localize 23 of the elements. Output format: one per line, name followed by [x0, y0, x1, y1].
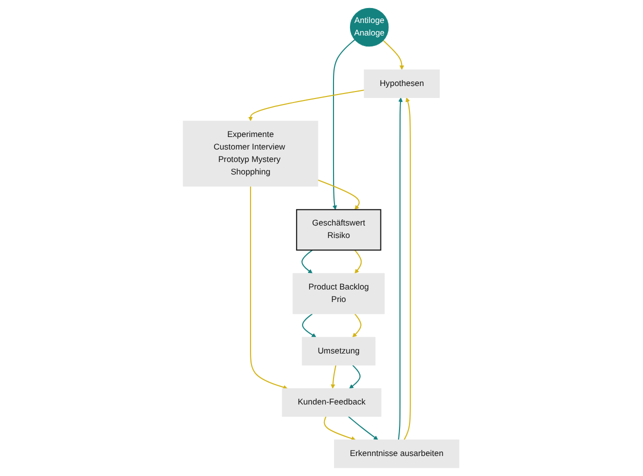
node-box: Kunden-Feedback	[282, 388, 382, 417]
node-box: Experimente Customer Interview Prototyp Mystery Shopphing	[183, 120, 319, 187]
arrow	[354, 250, 362, 274]
arrow	[348, 416, 379, 440]
node-box: Erkenntnisse ausarbeiten	[334, 440, 460, 468]
arrow	[302, 313, 317, 338]
node-box: Umsetzung	[302, 336, 376, 366]
arrow	[324, 416, 356, 441]
arrow	[332, 39, 356, 210]
arrow	[248, 90, 365, 122]
arrow	[404, 98, 412, 440]
arrow	[383, 40, 405, 70]
node-box: Product Backlog Prio	[293, 273, 386, 314]
arrow	[302, 250, 314, 274]
arrow	[350, 364, 361, 389]
arrow	[331, 365, 337, 389]
node-circle: Antiloge Analoge	[350, 8, 390, 47]
arrow	[250, 186, 288, 390]
arrow	[352, 314, 362, 338]
node-box: Geschäftswert Risiko	[296, 209, 382, 251]
node-box: Hypothesen	[364, 69, 440, 98]
arrow	[398, 98, 404, 440]
arrow	[318, 180, 360, 210]
